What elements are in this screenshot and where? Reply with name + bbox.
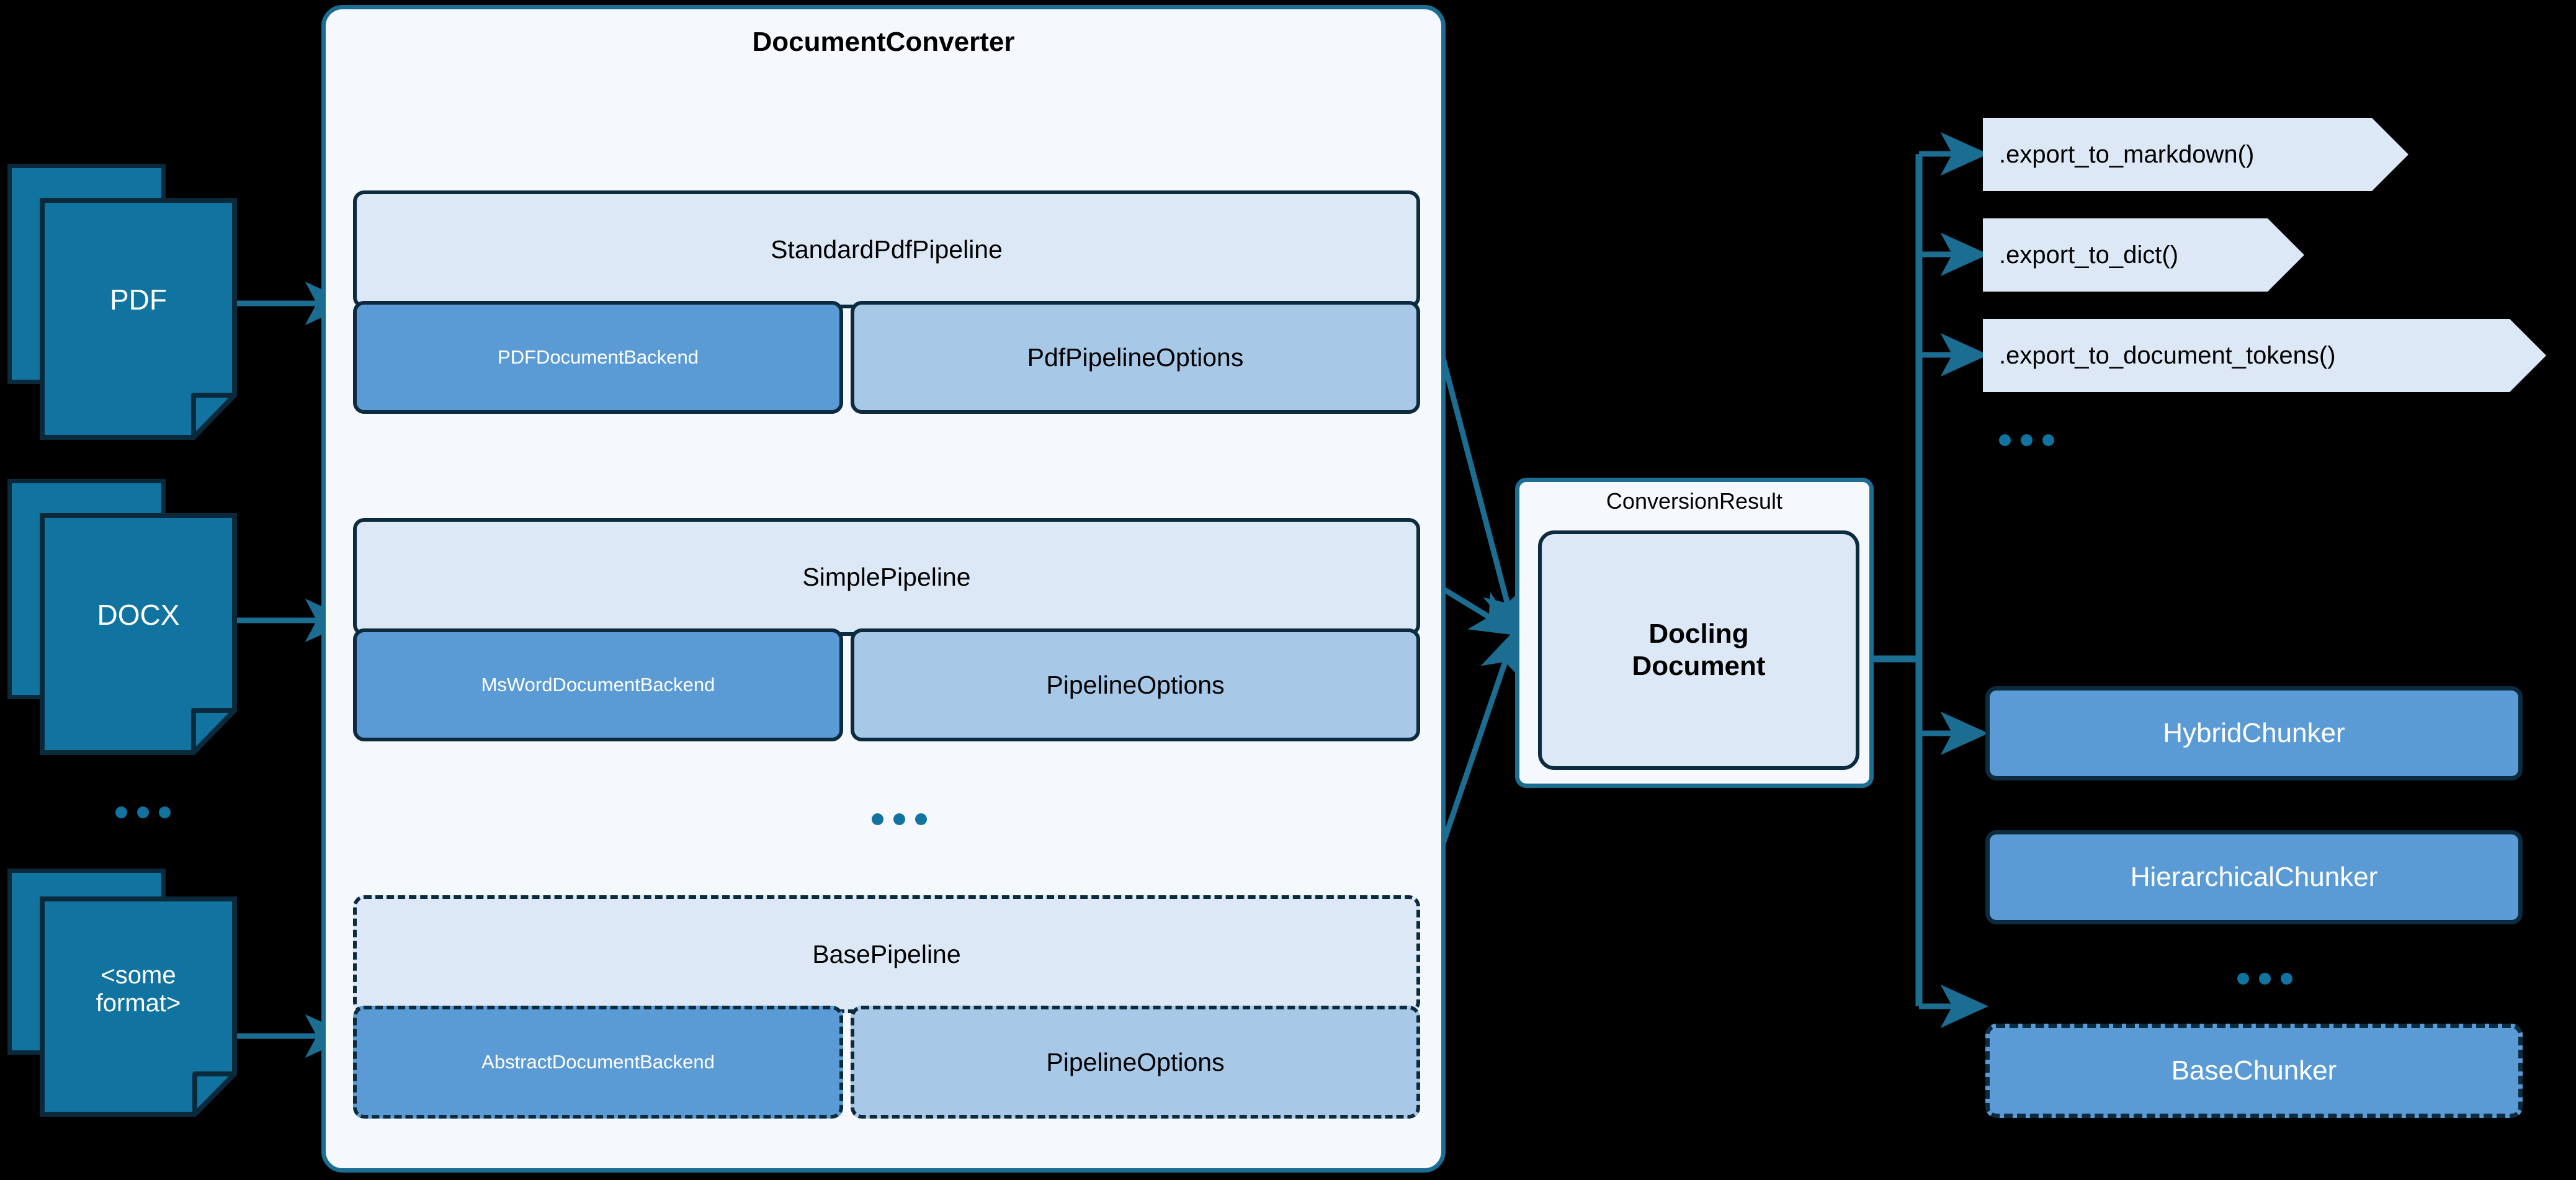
chunker-ellipsis: [2237, 973, 2292, 985]
dot: [915, 813, 927, 825]
pipeline-backend: PDFDocumentBackend: [353, 301, 843, 414]
chunker-hybrid[interactable]: HybridChunker: [1985, 686, 2523, 780]
pipeline-name: BasePipeline: [353, 895, 1420, 1013]
document-stack-icon: [40, 896, 237, 1117]
conversion-result-label: ConversionResult: [1606, 488, 1783, 514]
dot: [893, 813, 905, 825]
export-label: .export_to_document_tokens(): [1999, 341, 2336, 369]
dot: [2281, 973, 2292, 985]
pipeline-name: SimplePipeline: [353, 518, 1420, 636]
docling-document-node[interactable]: Docling Document: [1538, 530, 1859, 770]
pipeline-options: PdfPipelineOptions: [851, 301, 1420, 414]
dot: [1999, 434, 2011, 446]
dot: [872, 813, 883, 825]
dot: [115, 807, 127, 818]
export-label: .export_to_dict(): [1999, 241, 2179, 269]
dot: [137, 807, 149, 818]
chunker-hierarchical[interactable]: HierarchicalChunker: [1985, 830, 2523, 924]
input-icon-some-format: <some format>: [7, 869, 237, 1148]
dot: [159, 807, 171, 818]
pipeline-options: PipelineOptions: [851, 628, 1420, 741]
chunker-label: HybridChunker: [2163, 718, 2345, 748]
dot: [2021, 434, 2033, 446]
export-label: .export_to_markdown(): [1999, 140, 2255, 168]
page-title: DocumentConverter: [752, 27, 1015, 57]
chunker-base[interactable]: BaseChunker: [1985, 1024, 2523, 1118]
pipeline-backend: AbstractDocumentBackend: [353, 1006, 843, 1119]
export-callout-dict[interactable]: .export_to_dict(): [1983, 218, 2304, 292]
pipeline-options: PipelineOptions: [851, 1006, 1420, 1119]
pipeline-group-standard-pdf[interactable]: StandardPdfPipeline PDFDocumentBackend P…: [353, 190, 1420, 414]
conversion-result-panel: ConversionResult Docling Document: [1515, 478, 1874, 788]
pipeline-backend: MsWordDocumentBackend: [353, 628, 843, 741]
export-ellipsis: [1999, 434, 2054, 446]
chunker-label: HierarchicalChunker: [2130, 862, 2378, 892]
pipeline-group-simple[interactable]: SimplePipeline MsWordDocumentBackend Pip…: [353, 518, 1420, 741]
pipeline-ellipsis: [872, 813, 927, 825]
dot: [2042, 434, 2054, 446]
input-icon-pdf: PDF: [7, 164, 237, 443]
pipeline-name: StandardPdfPipeline: [353, 190, 1420, 308]
pipeline-group-base[interactable]: BasePipeline AbstractDocumentBackend Pip…: [353, 895, 1420, 1119]
document-stack-icon: [40, 198, 237, 440]
document-converter-panel: DocumentConverter StandardPdfPipeline PD…: [321, 5, 1446, 1173]
export-callout-document-tokens[interactable]: .export_to_document_tokens(): [1983, 319, 2546, 392]
input-ellipsis: [115, 807, 171, 818]
dot: [2259, 973, 2271, 985]
dot: [2237, 973, 2249, 985]
export-callout-markdown[interactable]: .export_to_markdown(): [1983, 118, 2408, 191]
document-stack-icon: [40, 513, 237, 755]
input-icon-docx: DOCX: [7, 479, 237, 758]
chunker-label: BaseChunker: [2171, 1055, 2337, 1086]
